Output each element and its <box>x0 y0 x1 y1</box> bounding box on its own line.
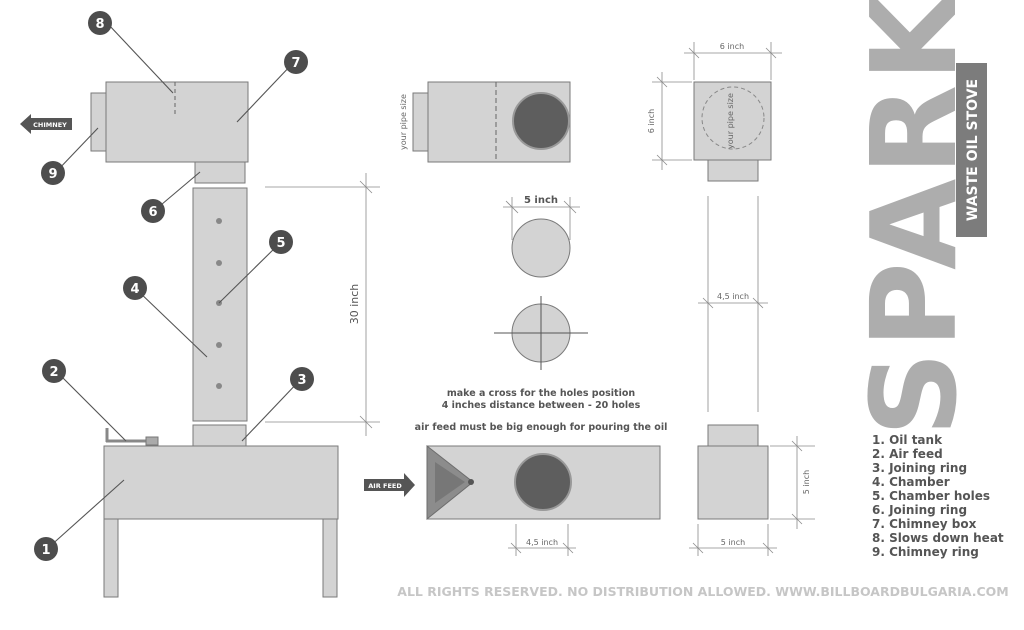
badge-2: 2 <box>42 359 66 383</box>
svg-text:3: 3 <box>297 373 306 388</box>
box-height-dimension: 6 inch <box>647 72 692 170</box>
chamber-width-dimension: 4,5 inch <box>698 292 768 309</box>
tank-width-dimension: 5 inch <box>689 524 777 556</box>
chimney-arrow-label: CHIMNEY <box>33 121 67 129</box>
tank-width-label: 5 inch <box>721 538 745 547</box>
badge-8: 8 <box>88 11 112 35</box>
holes-note-line2: 4 inches distance between - 20 holes <box>442 400 641 411</box>
chimney-box-front <box>693 81 772 161</box>
badge-5: 5 <box>269 230 293 254</box>
title-block: SPARK SPARK WASTE OIL STOVE <box>845 0 987 437</box>
badge-7: 7 <box>284 50 308 74</box>
assembled-stove: CHIMNEY 30 i <box>20 11 380 598</box>
chimney-opening <box>512 92 570 150</box>
pipe-size-label-top: your pipe size <box>726 93 735 149</box>
box-width-label: 6 inch <box>720 42 744 51</box>
legend-item: 5. Chamber holes <box>872 489 990 503</box>
badge-1: 1 <box>34 537 58 561</box>
tank-height-dimension: 5 inch <box>770 436 815 529</box>
svg-text:8: 8 <box>95 17 104 32</box>
lower-joining-ring <box>192 424 247 448</box>
legend-item: 4. Chamber <box>872 475 950 489</box>
legend-item: 2. Air feed <box>872 447 943 461</box>
chimney-box <box>105 81 249 163</box>
tank-opening <box>514 453 572 511</box>
oil-tank-front <box>697 445 769 520</box>
svg-text:2: 2 <box>49 365 58 380</box>
feed-width-label: 4,5 inch <box>526 538 558 547</box>
subtitle-bar <box>956 63 987 237</box>
leader-lines <box>47 23 302 549</box>
upper-ring-front <box>707 159 759 182</box>
upper-joining-ring <box>194 161 246 184</box>
box-height-label: 6 inch <box>647 109 656 133</box>
holes-note-line1: make a cross for the holes position <box>447 388 636 399</box>
legend-item: 8. Slows down heat <box>872 531 1004 545</box>
footer-copyright: ALL RIGHTS RESERVED. NO DISTRIBUTION ALL… <box>397 584 1008 599</box>
legend-item: 9. Chimney ring <box>872 545 979 559</box>
detail-views: your pipe size 5 inch make a cross for t… <box>364 81 668 556</box>
badge-9: 9 <box>41 161 65 185</box>
right-leg <box>322 518 338 598</box>
air-feed-note: air feed must be big enough for pouring … <box>415 422 668 433</box>
air-feed-arrow-label: AIR FEED <box>368 482 402 490</box>
front-views: 6 inch 6 inch your pipe size 4,5 inch <box>647 42 815 556</box>
solid-disc <box>511 218 571 278</box>
legend-item: 3. Joining ring <box>872 461 967 475</box>
box-width-dimension: 6 inch <box>684 42 782 80</box>
subtitle: WASTE OIL STOVE <box>965 79 981 221</box>
tank-height-label: 5 inch <box>802 470 811 494</box>
svg-text:5: 5 <box>276 236 285 251</box>
legend-item: 6. Joining ring <box>872 503 967 517</box>
legend-item: 1. Oil tank <box>872 433 943 447</box>
legend: 1. Oil tank 2. Air feed 3. Joining ring … <box>872 433 1004 559</box>
pipe-size-label-side: your pipe size <box>399 94 408 150</box>
oil-tank <box>103 445 339 520</box>
feed-width-dimension: 4,5 inch <box>508 524 576 556</box>
disc-dimension: 5 inch <box>503 195 580 240</box>
left-leg <box>103 518 119 598</box>
badge-4: 4 <box>123 276 147 300</box>
air-feed-pipe <box>105 428 159 446</box>
svg-text:4: 4 <box>130 282 139 297</box>
air-feed-arrow: AIR FEED <box>364 473 415 497</box>
svg-text:7: 7 <box>291 56 300 71</box>
height-dimension-label: 30 inch <box>348 284 361 325</box>
badge-6: 6 <box>141 199 165 223</box>
height-dimension: 30 inch <box>265 173 380 436</box>
badge-3: 3 <box>290 367 314 391</box>
pipe-outline <box>701 86 765 150</box>
svg-text:6: 6 <box>148 205 157 220</box>
svg-text:9: 9 <box>48 167 57 182</box>
lower-ring-front <box>707 424 759 448</box>
chimney-arrow: CHIMNEY <box>20 114 72 134</box>
legend-item: 7. Chimney box <box>872 517 977 531</box>
chamber-width-label: 4,5 inch <box>717 292 749 301</box>
disc-dimension-label: 5 inch <box>524 195 558 206</box>
svg-text:1: 1 <box>41 543 50 558</box>
chimney-ring <box>90 92 107 152</box>
